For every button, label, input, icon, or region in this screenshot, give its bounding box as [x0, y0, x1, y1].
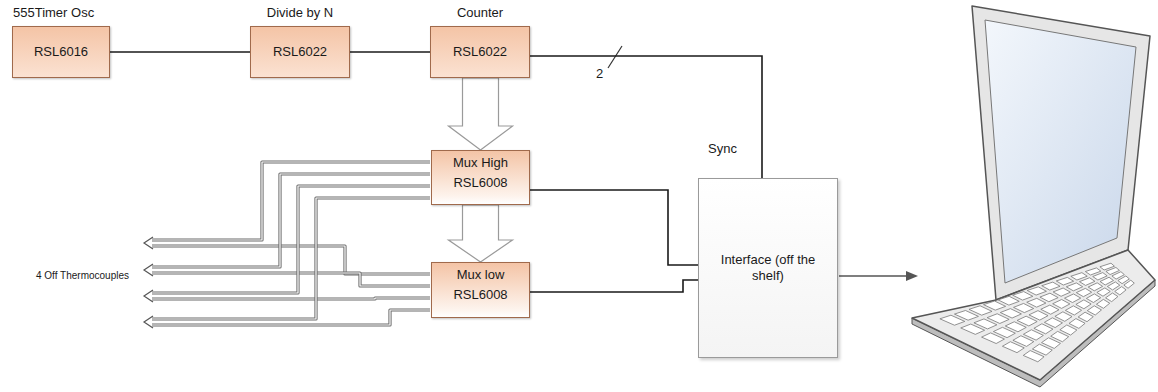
block-heading: Divide by N — [267, 5, 333, 21]
control-block-arrow — [449, 78, 513, 150]
signal-line — [530, 280, 698, 292]
thermocouple-wires — [144, 162, 430, 328]
signal-line — [530, 56, 762, 178]
signal-line — [350, 51, 430, 53]
laptop-illustration — [912, 6, 1155, 387]
signal-name: Sync — [708, 141, 737, 157]
interface-box: Interface (off the shelf) — [698, 178, 838, 358]
part-label: Mux low — [457, 267, 505, 283]
bus-width: 2 — [596, 66, 603, 82]
part-label: Mux High — [453, 155, 508, 171]
block-heading: 555Timer Osc — [13, 5, 94, 21]
chip-box: 555Timer OscRSL6016 — [12, 26, 110, 78]
chip-box: Divide by NRSL6022 — [250, 26, 350, 78]
bus-slash — [608, 46, 622, 68]
mux-box: Mux lowRSL6008 — [431, 262, 530, 318]
signal-line — [530, 190, 698, 265]
part-label: Interface (off the shelf) — [718, 252, 818, 284]
note-label: 4 Off Thermocouples — [36, 268, 129, 284]
part-label: RSL6022 — [273, 44, 327, 60]
control-block-arrow — [449, 205, 513, 262]
interface-to-laptop-arrow — [839, 271, 918, 281]
part-label: RSL6008 — [453, 287, 507, 303]
chip-box: CounterRSL6022 — [430, 26, 530, 78]
part-label: RSL6022 — [453, 44, 507, 60]
mux-box: Mux HighRSL6008 — [431, 150, 530, 205]
part-label: RSL6016 — [34, 44, 88, 60]
part-label: RSL6008 — [453, 175, 507, 191]
signal-line — [110, 51, 250, 53]
block-heading: Counter — [457, 5, 503, 21]
